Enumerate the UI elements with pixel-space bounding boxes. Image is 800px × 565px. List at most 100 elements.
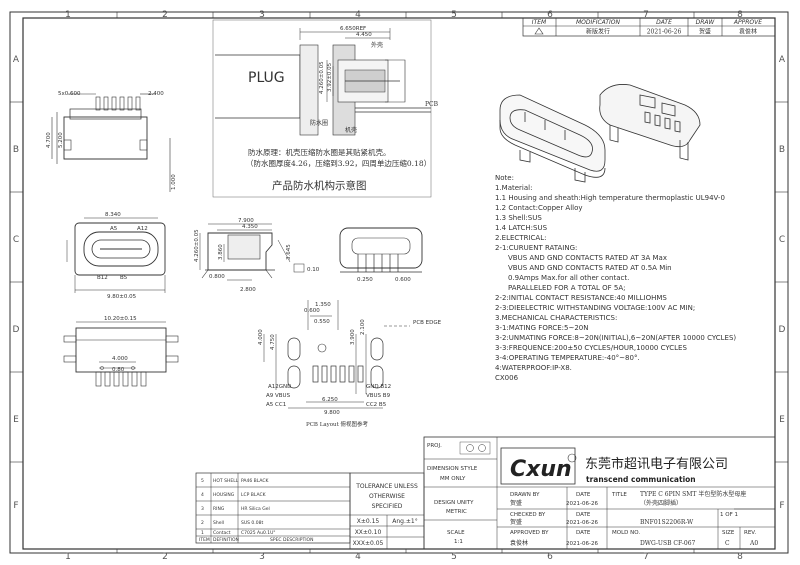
row-label: F	[13, 501, 18, 511]
top-view: 5x0.600 2.400 4.700 5.200 1.000	[46, 91, 177, 192]
pin-label: GND B12	[366, 384, 391, 390]
col-label: 1	[65, 10, 71, 20]
pin-label: A5 CC1	[266, 402, 286, 408]
dim-text: 0.600	[304, 308, 320, 314]
scale-value: 1:1	[454, 539, 463, 545]
waterproof-principle-detail: （防水圈厚度4.26，压缩到3.92，四周单边压缩0.18）	[246, 158, 431, 168]
date-label: DATE	[576, 512, 591, 518]
dim-text: 10.20±0.15	[104, 316, 137, 322]
dim-text: 3.645	[286, 244, 292, 260]
approved-date: 2021-06-26	[566, 541, 598, 547]
dim-text: 4.750	[270, 334, 276, 350]
col-label: 2	[162, 552, 168, 562]
row-label: A	[13, 55, 20, 65]
rev-value: A0	[749, 540, 758, 547]
dim-text: 3.900	[350, 329, 356, 345]
pin-label: A5	[110, 226, 118, 232]
company-name-cn: 东莞市超讯电子有限公司	[585, 456, 728, 472]
bom-cell: HR Silica Gel	[241, 506, 270, 512]
row-label: D	[13, 325, 20, 335]
dim-text: 0.800	[209, 274, 225, 280]
dim-text: 0.10	[307, 267, 320, 273]
bom-header: DEFINITION	[213, 537, 239, 543]
row-label: C	[779, 235, 785, 245]
frame-labels: 1 2 3 4 5 6 7 8 1 2 3 4 5 6 7 8 A B C D …	[13, 10, 786, 562]
rev-modification: 新版发行	[586, 28, 610, 36]
mold-label: MOLD NO.	[612, 530, 640, 536]
approver-name: 袁俊林	[510, 539, 528, 547]
checker-name: 贺盛	[510, 518, 522, 526]
design-unity-label: DESIGN UNITY	[434, 500, 474, 506]
part-number: BNF01S2206R-W	[640, 519, 694, 526]
notes-heading: Note:	[495, 174, 514, 182]
bom-cell: 5	[201, 478, 204, 484]
bom-cell: Shell	[213, 520, 224, 526]
note-line: 1.4 LATCH:SUS	[495, 224, 548, 232]
row-label: A	[779, 55, 786, 65]
tolerance-block: TOLERANCE UNLESS OTHERWISE SPECIFIED X±0…	[349, 472, 425, 550]
revision-table: ITEM MODIFICATION DATE DRAW APPROVE 新版发行…	[522, 17, 776, 37]
note-line: 2.ELECTRICAL:	[495, 234, 546, 242]
drawn-by-label: DRAWN BY	[510, 492, 540, 498]
dim-text: 0.550	[314, 319, 330, 325]
note-line: 1.Material:	[495, 184, 532, 192]
col-label: 8	[737, 552, 743, 562]
checked-date: 2021-06-26	[566, 520, 598, 526]
dim-text: 4.000	[112, 356, 128, 362]
pin-label: A9 VBUS	[266, 393, 291, 399]
proj-label: PROJ.	[427, 443, 442, 449]
logo-text: Cxun	[510, 457, 572, 482]
dim-text: 4.000	[258, 329, 264, 345]
iso-view-back	[599, 84, 701, 161]
tolerance-value: XX±0.10	[355, 529, 382, 536]
drawer-name: 贺盛	[510, 499, 522, 507]
pcb-caption: PCB Layout 俯视图参考	[306, 420, 369, 428]
dim-text: 4.260±0.05	[319, 61, 325, 94]
note-line: 3-3:FREQUENCE:200±50 CYCLES/HOUR,10000 C…	[495, 344, 687, 352]
dim-text: 2.100	[360, 319, 366, 335]
waterproof-principle: 防水原理：机壳压缩防水圈是其贴紧机壳。	[248, 147, 391, 157]
tolerance-title: SPECIFIED	[372, 503, 403, 510]
bom-cell: RING	[213, 506, 225, 512]
rev-approve: 袁俊林	[739, 28, 757, 36]
dim-text: 9.80±0.05	[107, 294, 137, 300]
title-label: TITLE	[611, 492, 627, 498]
tolerance-angle: Ang.±1°	[392, 518, 417, 525]
seal-ring-label: 防水圈	[310, 119, 328, 127]
col-label: 4	[355, 10, 361, 20]
note-line: 2-1:CURUENT RATAING:	[495, 244, 577, 252]
rev-header: ITEM	[532, 19, 547, 26]
dim-text: 9.800	[324, 410, 340, 416]
pin-label: CC2 B5	[366, 402, 387, 408]
metric-label: METRIC	[446, 509, 467, 515]
size-value: C	[725, 540, 730, 547]
tolerance-title: OTHERWISE	[369, 493, 405, 500]
dim-text: 6.250	[322, 397, 338, 403]
note-line: 4:WATERPROOF:IP-X8.	[495, 364, 572, 372]
col-label: 7	[643, 10, 649, 20]
date-label: DATE	[576, 492, 591, 498]
company-name-en: transcend communication	[586, 475, 696, 484]
plug-label: PLUG	[248, 70, 285, 86]
col-label: 4	[355, 552, 361, 562]
approved-by-label: APPROVED BY	[510, 530, 549, 536]
company-logo	[500, 447, 576, 485]
dim-text: 2.800	[240, 287, 256, 293]
row-label: B	[779, 145, 785, 155]
bom-cell: 2	[201, 520, 204, 526]
date-label: DATE	[576, 530, 591, 536]
bom-cell: SUS 0.08t	[241, 520, 263, 526]
bom-table: 5 HOT SHELL PA46 BLACK 4 HOUSING LCP BLA…	[195, 472, 351, 544]
side-view: 7.900 4.350 4.260±0.05 3.860 3.645 0.800…	[194, 218, 320, 293]
note-line: PARALLELED FOR A TOTAL OF 5A;	[508, 284, 626, 292]
dim-text: 4.260±0.05	[194, 229, 200, 262]
dim-text: 5x0.600	[58, 91, 81, 97]
col-label: 1	[65, 552, 71, 562]
registered-mark-icon	[567, 453, 577, 463]
note-line: 1.3 Shell:SUS	[495, 214, 542, 222]
dim-text: 0.80	[112, 367, 125, 373]
plug-section-view: PLUG 6.650REF 4.450 4.260±0.05 3.92±0.05…	[212, 19, 439, 198]
dim-text: 2.400	[148, 91, 164, 97]
dim-text: 4.350	[242, 224, 258, 230]
